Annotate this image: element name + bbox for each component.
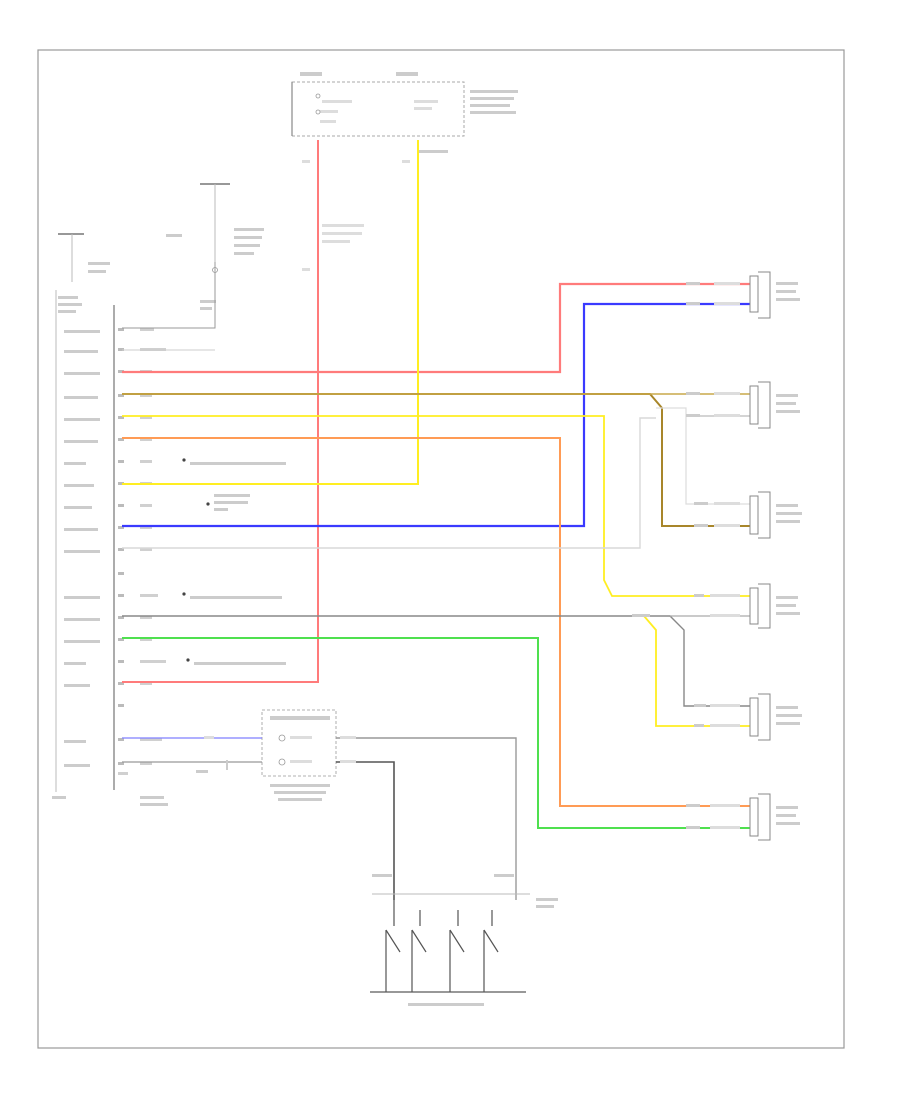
wire-red-lf bbox=[122, 282, 750, 374]
radio-unit-connector bbox=[52, 290, 166, 799]
annotation-markers bbox=[182, 458, 286, 665]
fuse-box-top bbox=[291, 72, 518, 153]
wire-gray-lf-rear bbox=[656, 407, 750, 505]
ground-symbol-left bbox=[58, 233, 110, 282]
wire-brown-lf bbox=[122, 393, 750, 527]
wire-red-power bbox=[122, 140, 319, 683]
ground-antenna bbox=[166, 183, 264, 310]
wire-yellow-acc bbox=[122, 140, 419, 485]
wire-yellow-rf bbox=[122, 415, 750, 597]
speaker-rf-door bbox=[632, 583, 800, 629]
speaker-lf-door bbox=[686, 381, 800, 429]
switch-side-labels bbox=[140, 760, 228, 806]
speaker-lf-rear bbox=[694, 491, 802, 539]
audio-switch-module bbox=[261, 709, 337, 801]
wire-labels bbox=[204, 160, 410, 763]
wire-switch-out2 bbox=[336, 761, 395, 900]
steering-switches bbox=[370, 874, 558, 1006]
wire-switch-out1 bbox=[336, 737, 517, 900]
diagram-frame bbox=[37, 49, 845, 1049]
wire-yellow-rf2 bbox=[643, 615, 750, 727]
speaker-lf-front bbox=[686, 271, 800, 319]
wire-antenna bbox=[122, 262, 216, 329]
wire-blue-lf bbox=[122, 302, 750, 528]
wire-green-rr bbox=[122, 637, 750, 829]
wire-gray-1 bbox=[122, 417, 656, 549]
speaker-rf-rear bbox=[694, 693, 802, 741]
wire-orange-rr bbox=[122, 437, 750, 807]
speaker-rr bbox=[686, 793, 800, 841]
